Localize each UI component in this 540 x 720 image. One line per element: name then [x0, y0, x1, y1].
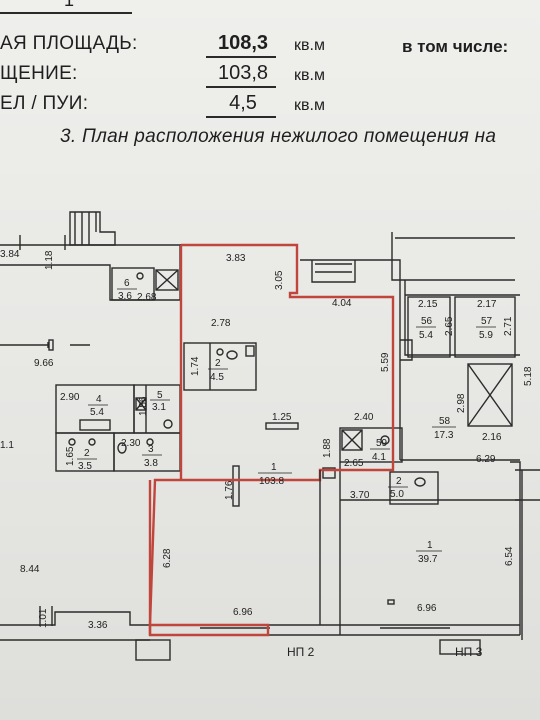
- dim-240: 2.40: [354, 412, 374, 423]
- dim-186: 1.86: [138, 396, 149, 416]
- utility-area-label: ЕЛ / ПУИ:: [0, 93, 89, 114]
- dim-404: 4.04: [332, 298, 352, 309]
- dim-268: 2.68: [137, 292, 157, 303]
- room-59-area: 4.1: [372, 452, 386, 463]
- room-3-num: 3: [148, 444, 154, 455]
- dim-174: 1.74: [190, 356, 201, 376]
- utility-area-unit: кв.м: [294, 97, 325, 114]
- dim-844: 8.44: [20, 564, 40, 575]
- dim-370: 3.70: [350, 490, 370, 501]
- room-4-area: 5.4: [90, 407, 104, 418]
- dim-125: 1.25: [272, 412, 292, 423]
- room-58-num: 58: [439, 416, 451, 427]
- room-2a-num: 2: [215, 358, 221, 369]
- room-2c-area: 5.0: [390, 489, 404, 500]
- room-area-label: ЩЕНИЕ:: [0, 63, 78, 84]
- dim-384: 3.84: [0, 249, 20, 260]
- dim-230: 2.30: [121, 438, 141, 449]
- utility-area-underline: [206, 116, 276, 118]
- room-5-num: 5: [157, 390, 163, 401]
- room-area-value: 103,8: [217, 62, 269, 84]
- room-1b-num: 1: [427, 540, 433, 551]
- including-label: в том числе:: [402, 37, 509, 56]
- dim-305: 3.05: [274, 270, 285, 290]
- top-underline: [0, 12, 132, 14]
- dim-696b: 6.96: [417, 603, 437, 614]
- room-2a-area: 4.5: [210, 372, 224, 383]
- premises-boundary: [148, 243, 395, 637]
- room-2b-num: 2: [84, 448, 90, 459]
- dim-118: 1.18: [44, 250, 55, 270]
- room-59-num: 59: [376, 438, 388, 449]
- room-area-unit: кв.м: [294, 67, 325, 84]
- room-area-underline: [206, 86, 276, 88]
- room-5-area: 3.1: [152, 402, 166, 413]
- dim-629: 6.29: [476, 454, 496, 465]
- dim-165: 1.65: [65, 446, 76, 466]
- room-56-num: 56: [421, 316, 433, 327]
- room-1a-num: 1: [271, 462, 277, 473]
- dim-654: 6.54: [504, 546, 515, 566]
- dim-559: 5.59: [380, 352, 391, 372]
- room-1a-area: 103.8: [259, 476, 284, 487]
- section-title: 3. План расположения нежилого помещения …: [60, 126, 497, 147]
- room-6-area: 3.6: [118, 291, 132, 302]
- dim-278: 2.78: [211, 318, 231, 329]
- room-56-area: 5.4: [419, 330, 433, 341]
- dim-290: 2.90: [60, 392, 80, 403]
- dim-188: 1.88: [322, 438, 333, 458]
- room-57-num: 57: [481, 316, 493, 327]
- dim-628: 6.28: [162, 548, 173, 568]
- dim-216: 2.16: [482, 432, 502, 443]
- room-58-area: 17.3: [434, 430, 454, 441]
- dim-11: 1.1: [0, 440, 14, 451]
- dim-217: 2.17: [477, 299, 497, 310]
- dim-265b: 2.65: [344, 458, 364, 469]
- total-area-label: АЯ ПЛОЩАДЬ:: [0, 33, 138, 54]
- room-4-num: 4: [96, 394, 102, 405]
- dim-265: 2.65: [444, 316, 455, 336]
- room-1b-area: 39.7: [418, 554, 438, 565]
- total-area-underline: [206, 56, 276, 58]
- utility-area-value: 4,5: [229, 92, 257, 114]
- dim-696a: 6.96: [233, 607, 253, 618]
- room-3-area: 3.8: [144, 458, 158, 469]
- room-2c-num: 2: [396, 476, 402, 487]
- dim-336: 3.36: [88, 620, 108, 631]
- dim-271: 2.71: [503, 316, 514, 336]
- room-6-num: 6: [124, 278, 130, 289]
- top-digit: 1: [64, 0, 75, 10]
- dim-176: 1.76: [224, 480, 235, 500]
- dim-101: 1.01: [38, 608, 49, 628]
- dim-215: 2.15: [418, 299, 438, 310]
- np3-label: НП 3: [455, 645, 483, 659]
- total-area-unit: кв.м: [294, 37, 325, 54]
- room-2b-area: 3.5: [78, 461, 92, 472]
- np2-label: НП 2: [287, 645, 315, 659]
- total-area-value: 108,3: [217, 32, 269, 54]
- dim-518: 5.18: [523, 366, 534, 386]
- room-57-area: 5.9: [479, 330, 493, 341]
- dim-966: 9.66: [34, 358, 54, 369]
- dim-383: 3.83: [226, 253, 246, 264]
- dim-298: 2.98: [456, 393, 467, 413]
